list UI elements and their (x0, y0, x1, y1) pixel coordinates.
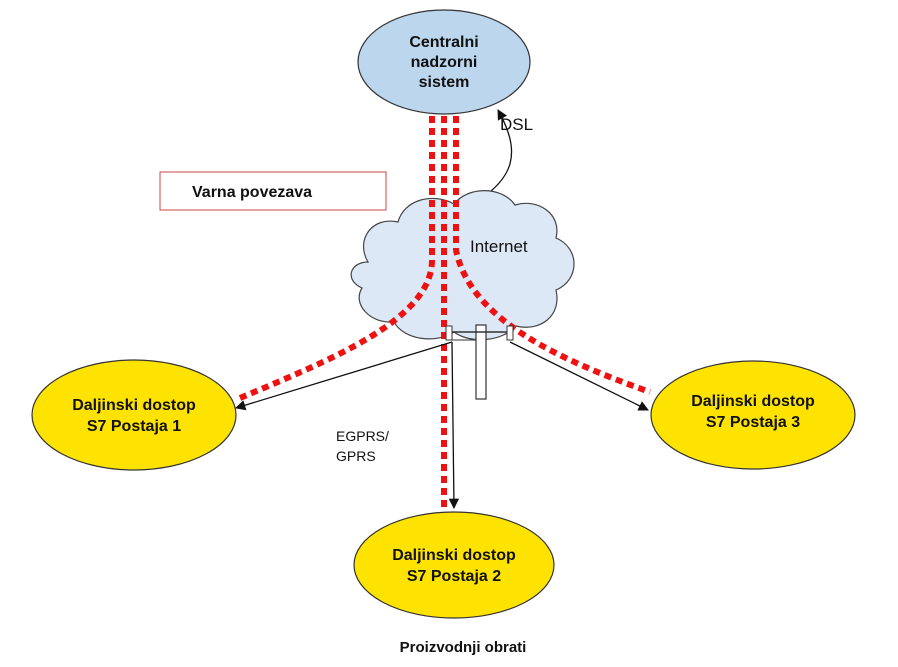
antenna-icon (445, 324, 514, 400)
wireless-link-station-1 (235, 341, 453, 411)
wireless-link-station-3 (509, 341, 649, 411)
internet-label: Internet (470, 237, 528, 256)
egprs-label-2: GPRS (336, 448, 376, 464)
central-node-label-1: Centralni (409, 34, 478, 51)
central-node (357, 9, 531, 115)
dsl-label: DSL (500, 115, 533, 134)
secure-link-station-1 (238, 116, 435, 401)
central-node-label-2: nadzorni (411, 54, 478, 71)
station-1-label-2: S7 Postaja 1 (87, 418, 181, 435)
station-3-node (650, 360, 856, 470)
station-2-label-2: S7 Postaja 2 (407, 568, 501, 585)
station-1-label-1: Daljinski dostop (72, 397, 196, 414)
station-1-node (31, 359, 237, 471)
wireless-links (235, 341, 649, 510)
legend-label: Varna povezava (192, 184, 312, 201)
station-3-label-2: S7 Postaja 3 (706, 414, 800, 431)
egprs-label-1: EGPRS/ (336, 428, 389, 444)
footer-label: Proizvodnji obrati (400, 639, 527, 656)
station-2-label-1: Daljinski dostop (392, 547, 516, 564)
central-node-label-3: sistem (419, 74, 470, 91)
legend-box (159, 171, 387, 211)
station-2-node (353, 511, 555, 619)
wireless-link-station-2 (448, 341, 460, 510)
secure-link-station-3 (453, 116, 652, 395)
secure-links (238, 116, 652, 510)
station-3-label-1: Daljinski dostop (691, 393, 815, 410)
